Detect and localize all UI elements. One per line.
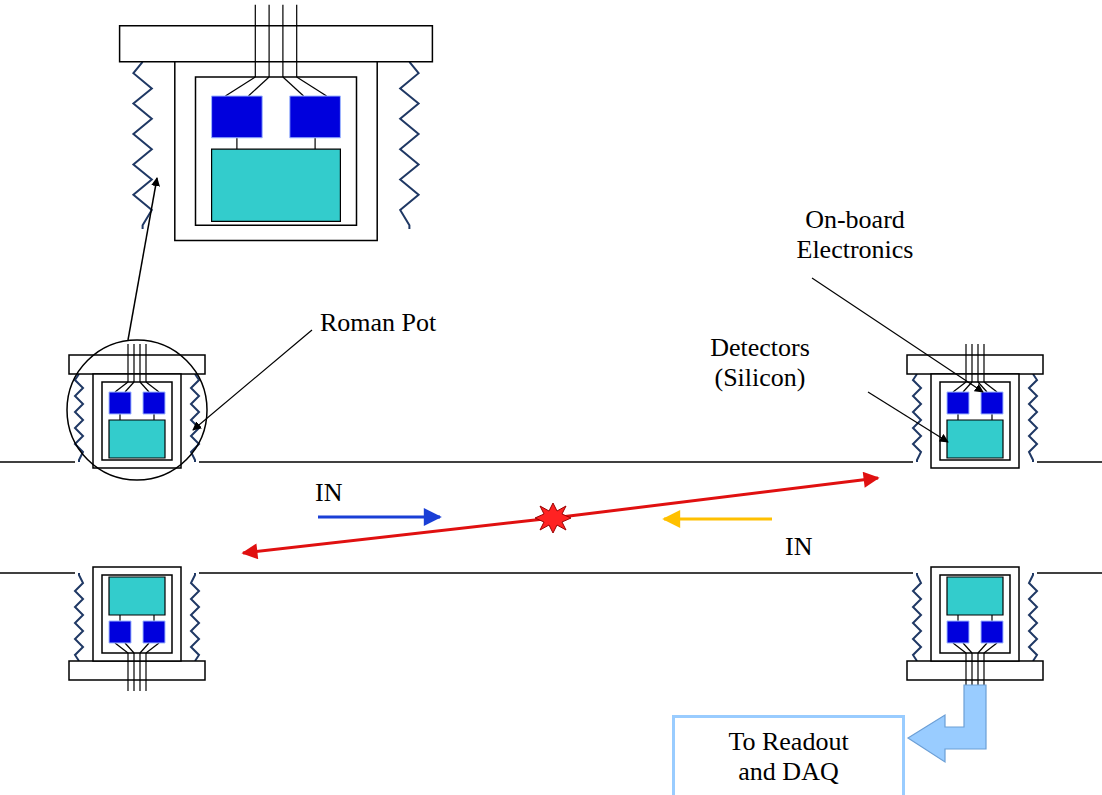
beam-pipe (0, 462, 1102, 573)
part-label: Detectors (Silicon) (690, 333, 830, 393)
readout-box: To Readout and DAQ (672, 715, 905, 795)
part-label: On-board Electronics (780, 205, 930, 265)
zoom-arrow (128, 178, 157, 340)
leader-line (812, 278, 983, 392)
roman-pot (69, 344, 205, 468)
scattered-proton (553, 478, 878, 518)
box-text: To Readout and DAQ (720, 727, 857, 787)
part-label: Roman Pot (320, 308, 436, 338)
roman-pot (907, 567, 1043, 691)
readout-arrow (908, 685, 986, 762)
roman-pot (69, 567, 205, 691)
incoming-beam (664, 518, 772, 521)
roman-pot-enlarged (120, 5, 433, 241)
collision-point (535, 503, 571, 533)
beam-label: IN (785, 532, 812, 562)
beam-label: IN (315, 478, 342, 508)
zoom-circle (67, 340, 207, 480)
leader-line (868, 392, 948, 442)
leader-line (193, 330, 312, 430)
scattered-proton (243, 518, 553, 553)
incoming-beam (318, 516, 440, 519)
roman-pot (907, 344, 1043, 468)
